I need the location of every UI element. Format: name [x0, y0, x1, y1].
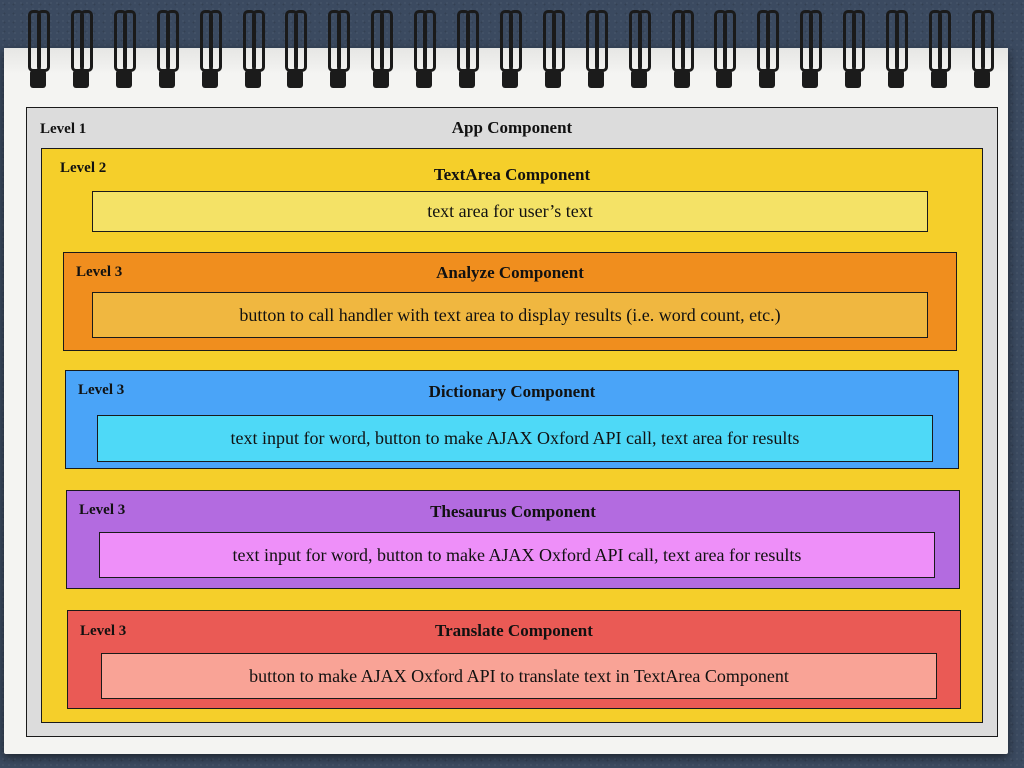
thesaurus-description-box: text input for word, button to make AJAX… — [99, 532, 935, 578]
binding-ring — [242, 10, 265, 92]
app-level-label: Level 1 — [40, 121, 87, 137]
analyze-component-title: Analyze Component — [436, 263, 584, 282]
binding-ring — [971, 10, 994, 92]
binding-ring — [27, 10, 50, 92]
translate-component-title: Translate Component — [435, 621, 593, 640]
textarea-component-title: TextArea Component — [433, 165, 591, 184]
binding-ring — [885, 10, 908, 92]
analyze-level-label: Level 3 — [76, 264, 123, 280]
textarea-level-label: Level 2 — [60, 160, 107, 176]
dictionary-level-label: Level 3 — [78, 382, 125, 398]
thesaurus-description: text input for word, button to make AJAX… — [232, 544, 802, 565]
textarea-description-box: text area for user’s text — [92, 191, 928, 232]
binding-ring — [156, 10, 179, 92]
thesaurus-component-title: Thesaurus Component — [430, 502, 596, 521]
binding-ring — [671, 10, 694, 92]
binding-ring — [113, 10, 136, 92]
dictionary-description: text input for word, button to make AJAX… — [230, 428, 800, 448]
binding-ring — [284, 10, 308, 92]
dictionary-component-title: Dictionary Component — [428, 382, 596, 401]
binding-ring — [756, 10, 780, 92]
analyze-description-box: button to call handler with text area to… — [92, 292, 928, 338]
thesaurus-level-label: Level 3 — [79, 502, 126, 518]
binding-ring — [713, 10, 737, 92]
spiral-binding — [0, 0, 1024, 96]
translate-level-label: Level 3 — [80, 623, 127, 639]
binding-ring — [370, 10, 394, 92]
binding-ring — [199, 10, 222, 92]
binding-ring — [70, 10, 93, 92]
textarea-description: text area for user’s text — [427, 201, 593, 221]
translate-description-box: button to make AJAX Oxford API to transl… — [101, 653, 937, 699]
dictionary-description-box: text input for word, button to make AJAX… — [97, 415, 933, 462]
binding-ring — [628, 10, 651, 92]
analyze-description: button to call handler with text area to… — [239, 304, 781, 325]
app-component-title: App Component — [451, 118, 573, 137]
binding-ring — [542, 10, 565, 92]
binding-ring — [799, 10, 823, 92]
binding-ring — [928, 10, 951, 92]
binding-ring — [842, 10, 866, 92]
binding-ring — [413, 10, 437, 92]
binding-ring — [456, 10, 479, 92]
binding-ring — [499, 10, 522, 92]
translate-description: button to make AJAX Oxford API to transl… — [249, 665, 789, 686]
binding-ring — [585, 10, 608, 92]
binding-ring — [327, 10, 351, 92]
